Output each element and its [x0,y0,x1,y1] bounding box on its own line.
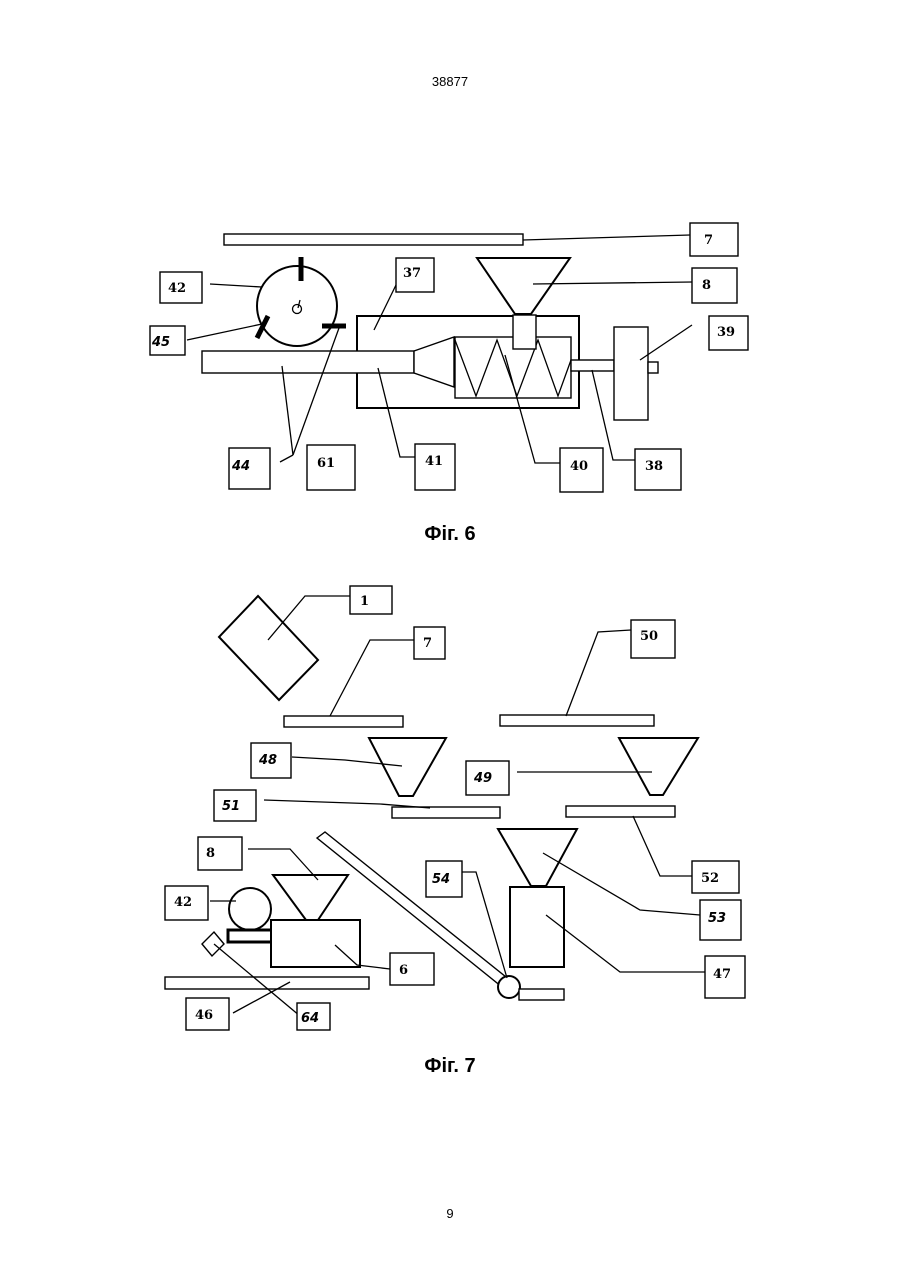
svg-text:46: 46 [195,1008,213,1023]
leader7-47 [546,915,705,972]
fig7-hopper-53 [498,829,577,886]
fig6-motor-39 [614,327,648,420]
svg-text:44: 44 [231,459,250,474]
fig6-label-61: 61 [307,445,355,490]
svg-text:7: 7 [423,636,432,651]
leader7-7 [330,640,414,716]
svg-text:47: 47 [713,967,731,982]
fig6-hopper-8 [477,258,570,314]
fig6-bar-7 [224,234,523,245]
figure-6-caption: Фіг. 6 [424,523,475,545]
svg-text:51: 51 [222,799,240,814]
fig7-label-50: 50 [631,620,675,658]
fig7-label-53: 53 [700,900,741,940]
fig7-conveyor-52 [566,806,675,817]
leader-45 [187,324,262,340]
document-number: 38877 [432,74,468,89]
fig7-conveyor-46 [165,977,369,989]
fig7-label-54: 54 [426,861,462,897]
svg-text:42: 42 [174,895,192,910]
fig6-drum-42 [257,266,337,346]
svg-text:61: 61 [317,456,335,471]
fig7-label-48: 48 [251,743,291,778]
fig6-label-44: 44 [229,448,270,489]
fig7-hopper-8 [273,875,348,920]
fig7-conveyor-50 [500,715,654,726]
fig7-label-46: 46 [186,998,229,1030]
svg-text:6: 6 [399,963,408,978]
leader7-50 [566,630,631,716]
fig6-hopper-neck [513,315,536,349]
svg-text:7: 7 [704,233,713,248]
fig7-label-1: 1 [350,586,392,614]
figure-7: 1 7 50 48 49 51 8 54 52 42 53 6 47 46 64… [165,586,745,1077]
fig6-pipe-41 [202,351,414,373]
fig6-label-8: 8 [692,268,737,303]
fig7-hopper-48 [369,738,446,796]
svg-text:50: 50 [640,629,658,644]
svg-text:1: 1 [360,594,369,609]
fig7-label-51: 51 [214,790,256,821]
svg-text:41: 41 [425,454,443,469]
leader-7 [523,235,690,240]
svg-text:48: 48 [258,753,277,768]
svg-text:52: 52 [701,871,719,886]
fig7-hopper-49 [619,738,698,795]
fig7-drum-base [228,930,272,942]
fig7-roller-plate [519,989,564,1000]
leader7-53 [543,853,700,915]
fig7-label-8: 8 [198,837,242,870]
fig7-label-52: 52 [692,861,739,893]
leader-44c [280,455,293,462]
svg-text:40: 40 [570,459,588,474]
svg-text:45: 45 [151,335,170,350]
svg-text:38: 38 [645,459,663,474]
fig6-label-42: 42 [160,272,202,303]
fig7-label-64: 64 [297,1003,330,1030]
fig6-label-7: 7 [690,223,738,256]
fig7-sensor-64 [202,932,224,956]
page-number: 9 [446,1206,453,1221]
leader7-52 [633,816,692,876]
svg-text:8: 8 [702,278,711,293]
svg-text:54: 54 [432,872,450,887]
fig7-extruder-6 [271,920,360,967]
leader-44b [293,328,339,455]
fig6-label-45: 45 [150,326,185,355]
fig6-label-37: 37 [396,258,434,292]
svg-text:49: 49 [473,771,492,786]
fig7-roller-54 [498,976,520,998]
fig6-label-40: 40 [560,448,603,492]
svg-text:53: 53 [708,911,726,926]
leader-44a [282,366,293,455]
svg-text:39: 39 [717,325,735,340]
fig7-label-42: 42 [165,886,208,920]
svg-text:8: 8 [206,846,215,861]
fig7-drum-42 [229,888,271,930]
fig7-block-1 [219,596,318,700]
fig6-label-38: 38 [635,449,681,490]
svg-text:64: 64 [301,1011,319,1026]
fig7-conveyor-51 [392,807,500,818]
fig7-label-6: 6 [390,953,434,985]
leader-8 [533,282,692,284]
leader-42 [210,284,262,287]
fig7-tank-47 [510,887,564,967]
figure-6: 7 8 37 39 42 45 44 61 41 40 38 Фіг. 6 [150,223,748,545]
fig7-label-47: 47 [705,956,745,998]
fig7-conveyor-7 [284,716,403,727]
fig7-label-7: 7 [414,627,445,659]
svg-text:37: 37 [403,266,421,281]
fig7-label-49: 49 [466,761,509,795]
fig6-shaft-end [648,362,658,373]
fig6-shaft-38 [571,360,614,371]
figure-7-caption: Фіг. 7 [424,1055,475,1077]
fig6-label-39: 39 [709,316,748,350]
svg-text:42: 42 [168,281,186,296]
fig6-label-41: 41 [415,444,455,490]
